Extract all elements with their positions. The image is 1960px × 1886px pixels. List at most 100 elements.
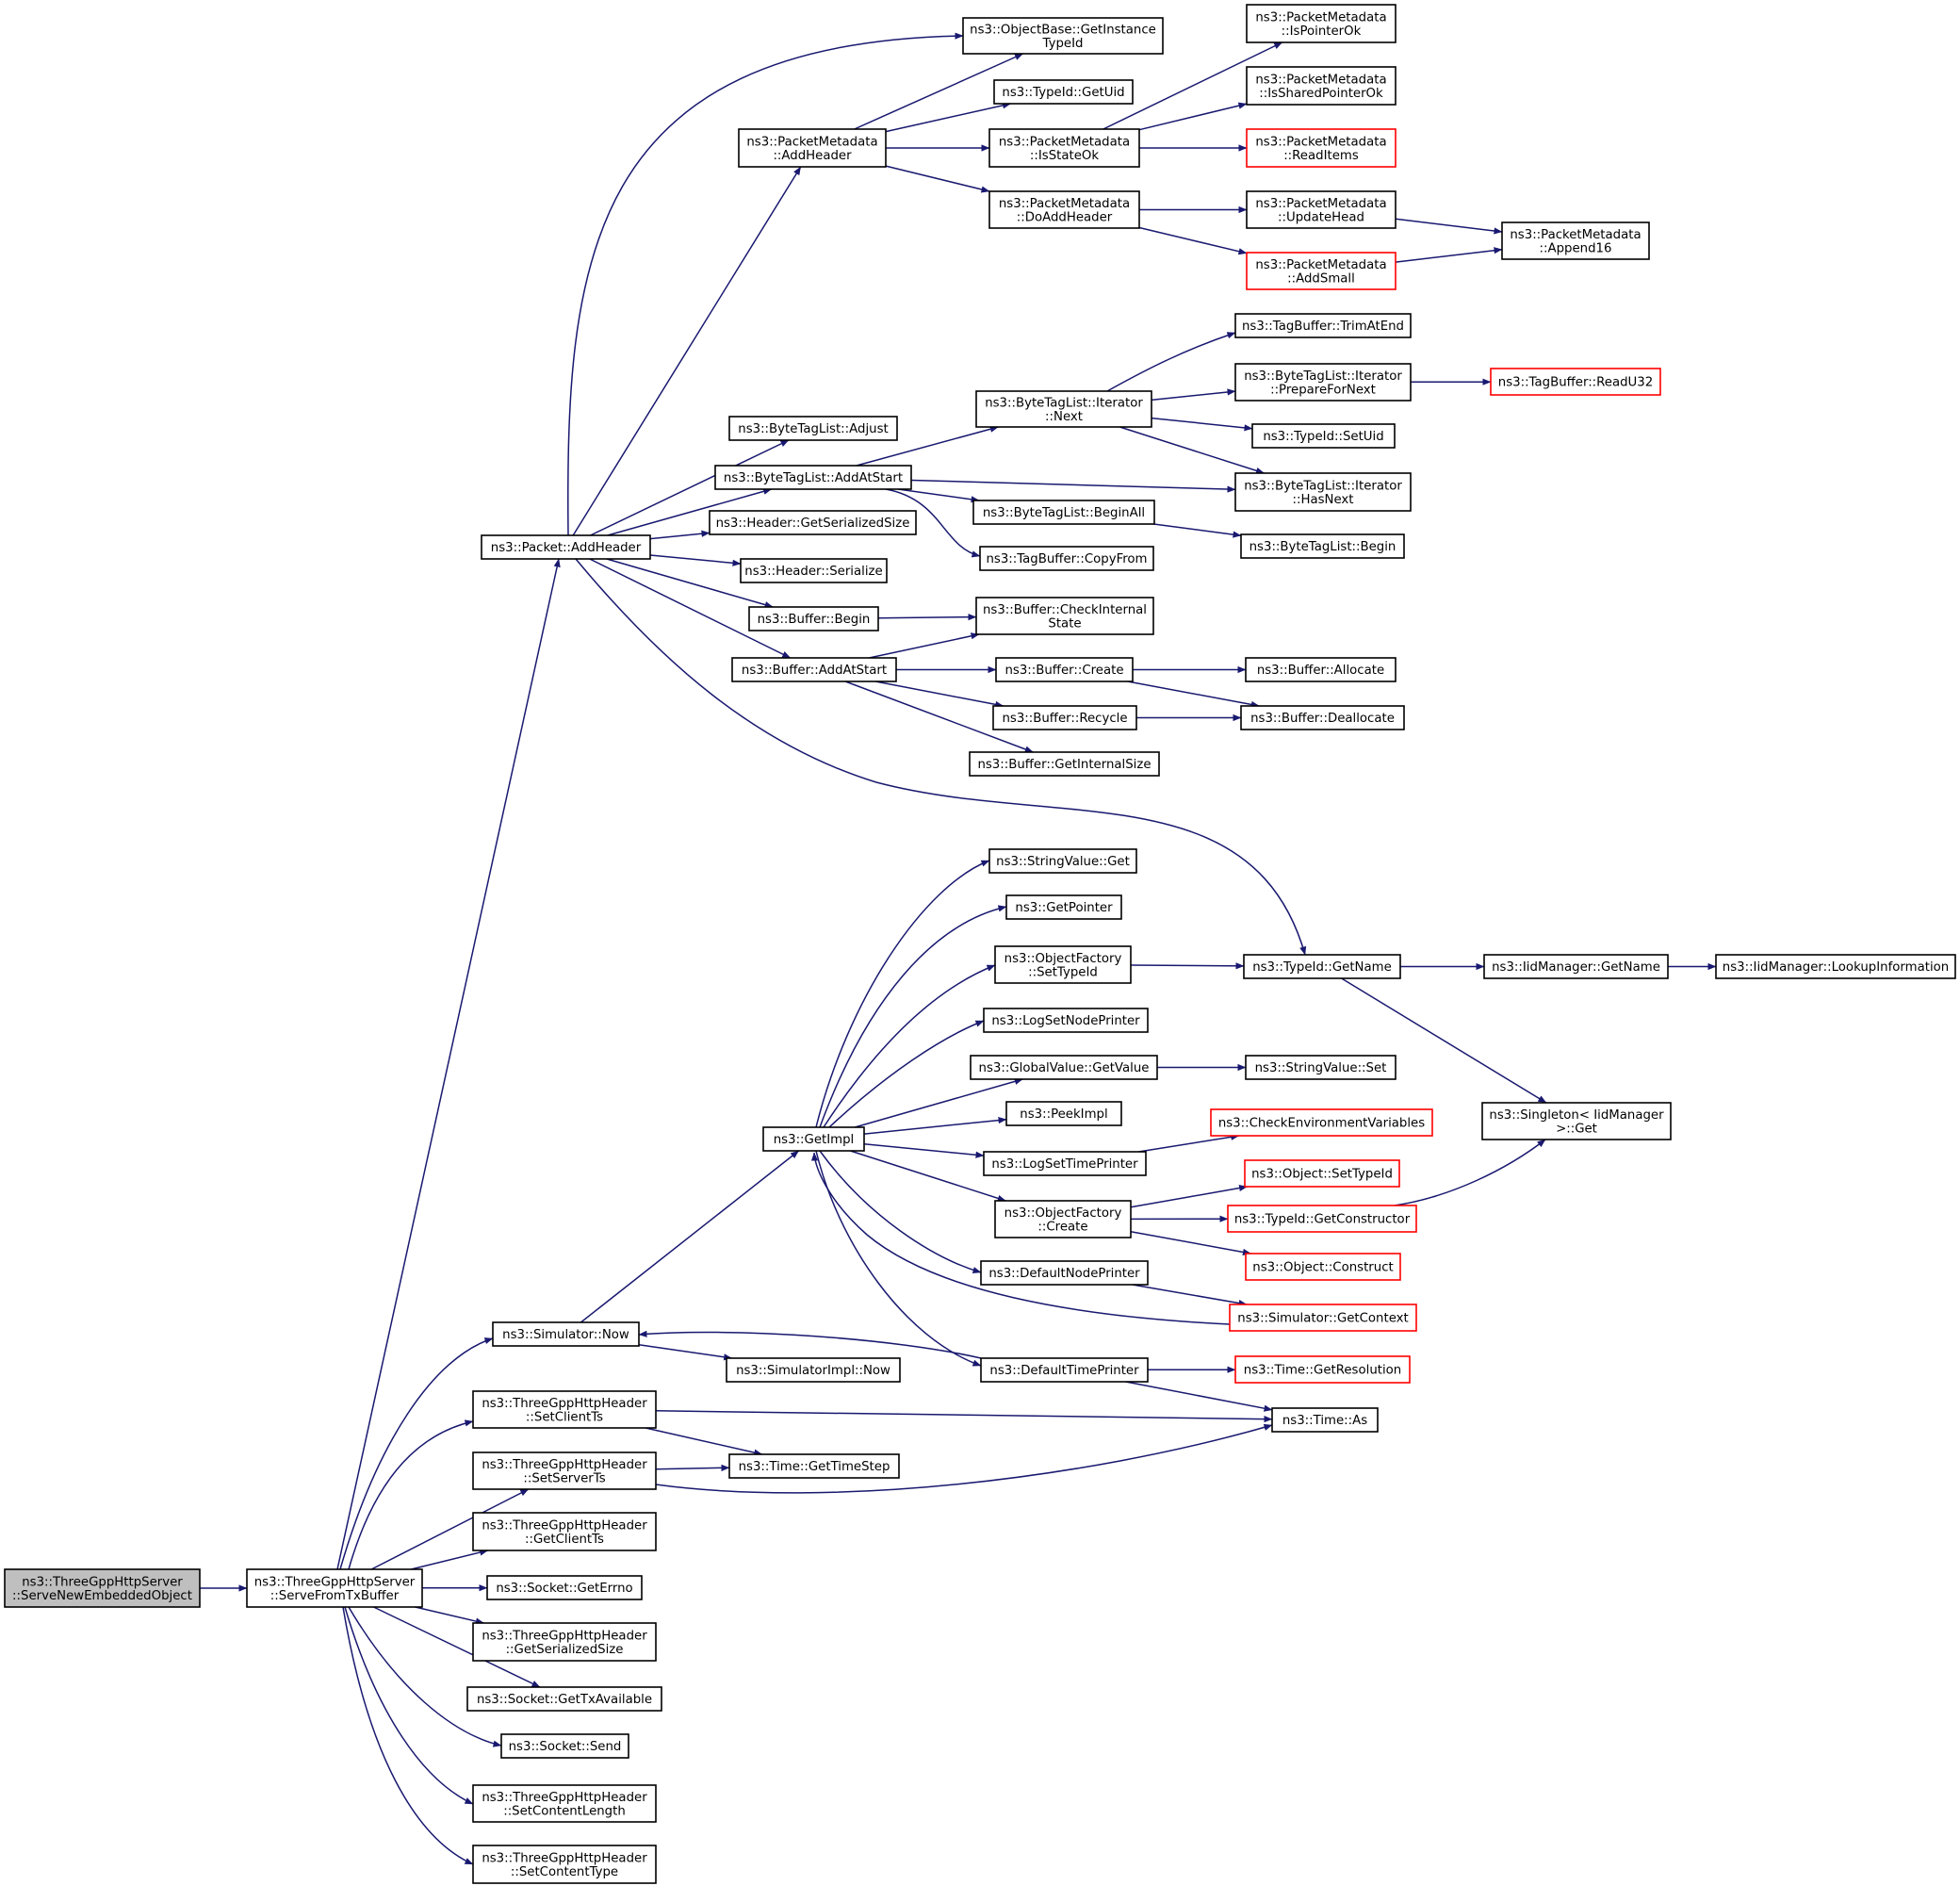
- function-node-n3[interactable]: ns3::Packet::AddHeader: [481, 534, 651, 560]
- function-node-n62[interactable]: ns3::Time::GetTimeStep: [728, 1453, 900, 1479]
- function-node-n48[interactable]: ns3::CheckEnvironmentVariables: [1210, 1108, 1433, 1137]
- node-box[interactable]: [714, 465, 912, 490]
- node-box[interactable]: [1246, 190, 1396, 229]
- function-node-n49[interactable]: ns3::LogSetTimePrinter: [983, 1151, 1147, 1176]
- function-node-n54[interactable]: ns3::DefaultNodePrinter: [980, 1260, 1149, 1286]
- node-box[interactable]: [472, 1512, 657, 1551]
- node-box[interactable]: [1246, 66, 1396, 106]
- function-node-n4[interactable]: ns3::PacketMetadata::AddHeader: [738, 128, 887, 168]
- function-node-n32[interactable]: ns3::Buffer::Allocate: [1245, 657, 1396, 682]
- node-box[interactable]: [1210, 1108, 1433, 1137]
- function-node-n38[interactable]: ns3::IidManager::LookupInformation: [1715, 954, 1956, 979]
- node-box[interactable]: [1246, 252, 1396, 290]
- function-node-n15[interactable]: ns3::ByteTagList::Adjust: [728, 416, 898, 441]
- function-node-n60[interactable]: ns3::Time::As: [1271, 1407, 1379, 1433]
- node-box[interactable]: [472, 1622, 657, 1662]
- function-node-n59[interactable]: ns3::Time::GetResolution: [1234, 1355, 1411, 1384]
- function-node-n27[interactable]: ns3::Header::Serialize: [740, 558, 888, 583]
- node-box[interactable]: [983, 1008, 1149, 1033]
- node-box[interactable]: [1005, 1101, 1122, 1126]
- node-box[interactable]: [1240, 533, 1405, 559]
- function-node-n16[interactable]: ns3::ByteTagList::AddAtStart: [714, 465, 912, 490]
- node-box[interactable]: [994, 1200, 1132, 1238]
- function-node-n21[interactable]: ns3::TypeId::SetUid: [1251, 423, 1396, 449]
- function-node-n68[interactable]: ns3::Socket::Send: [500, 1733, 629, 1759]
- function-node-n42[interactable]: ns3::ObjectFactory::SetTypeId: [994, 945, 1132, 984]
- node-box[interactable]: [492, 1321, 640, 1347]
- node-box[interactable]: [472, 1845, 657, 1884]
- node-box[interactable]: [975, 597, 1154, 635]
- function-node-n26[interactable]: ns3::Header::GetSerializedSize: [709, 510, 917, 535]
- node-box[interactable]: [1234, 363, 1412, 402]
- node-box[interactable]: [993, 79, 1134, 105]
- node-box[interactable]: [962, 17, 1164, 55]
- node-box[interactable]: [979, 546, 1154, 571]
- function-node-n8[interactable]: ns3::PacketMetadata::IsPointerOk: [1246, 4, 1396, 43]
- node-box[interactable]: [1245, 657, 1396, 682]
- node-box[interactable]: [1715, 954, 1956, 979]
- function-node-n36[interactable]: ns3::TypeId::GetName: [1243, 954, 1401, 979]
- node-box[interactable]: [1246, 128, 1396, 168]
- node-box[interactable]: [762, 1126, 865, 1152]
- node-box[interactable]: [1271, 1407, 1379, 1433]
- node-box[interactable]: [980, 1260, 1149, 1286]
- function-node-n7[interactable]: ns3::PacketMetadata::IsStateOk: [988, 128, 1140, 168]
- function-node-n1[interactable]: ns3::ThreeGppHttpServer::ServeNewEmbedde…: [4, 1568, 201, 1608]
- function-node-n50[interactable]: ns3::Object::SetTypeId: [1244, 1159, 1400, 1188]
- node-box[interactable]: [995, 657, 1134, 682]
- function-node-n65[interactable]: ns3::Socket::GetErrno: [486, 1575, 643, 1600]
- node-box[interactable]: [481, 534, 651, 560]
- function-node-n44[interactable]: ns3::GlobalValue::GetValue: [970, 1055, 1158, 1080]
- function-node-n40[interactable]: ns3::StringValue::Get: [988, 848, 1137, 874]
- node-box[interactable]: [1246, 4, 1396, 43]
- node-box[interactable]: [728, 416, 898, 441]
- function-node-n57[interactable]: ns3::SimulatorImpl::Now: [726, 1357, 901, 1383]
- node-box[interactable]: [992, 705, 1137, 730]
- node-box[interactable]: [472, 1390, 657, 1429]
- node-box[interactable]: [1234, 1355, 1411, 1384]
- function-node-n34[interactable]: ns3::Buffer::Deallocate: [1240, 705, 1405, 730]
- function-node-n23[interactable]: ns3::ByteTagList::BeginAll: [972, 500, 1155, 525]
- function-node-n35[interactable]: ns3::Buffer::GetInternalSize: [969, 751, 1160, 777]
- node-box[interactable]: [709, 510, 917, 535]
- function-node-n28[interactable]: ns3::Buffer::Begin: [748, 606, 879, 631]
- function-node-n20[interactable]: ns3::TagBuffer::ReadU32: [1490, 368, 1661, 396]
- function-node-n11[interactable]: ns3::PacketMetadata::DoAddHeader: [988, 190, 1140, 229]
- node-box[interactable]: [486, 1575, 643, 1600]
- function-node-n51[interactable]: ns3::ObjectFactory::Create: [994, 1200, 1132, 1238]
- function-node-n58[interactable]: ns3::DefaultTimePrinter: [980, 1357, 1149, 1383]
- function-node-n46[interactable]: ns3::PeekImpl: [1005, 1101, 1122, 1126]
- function-node-n19[interactable]: ns3::ByteTagList::Iterator::PrepareForNe…: [1234, 363, 1412, 402]
- function-node-n66[interactable]: ns3::ThreeGppHttpHeader::GetSerializedSi…: [472, 1622, 657, 1662]
- function-node-n53[interactable]: ns3::Object::Construct: [1245, 1253, 1401, 1281]
- node-box[interactable]: [988, 128, 1140, 168]
- function-node-n14[interactable]: ns3::PacketMetadata::Append16: [1501, 221, 1650, 260]
- node-box[interactable]: [975, 390, 1152, 428]
- function-node-n10[interactable]: ns3::PacketMetadata::ReadItems: [1246, 128, 1396, 168]
- function-node-n39[interactable]: ns3::Singleton< IidManager >::Get: [1481, 1102, 1672, 1140]
- node-box[interactable]: [1005, 894, 1122, 920]
- function-node-n2[interactable]: ns3::ThreeGppHttpServer::ServeFromTxBuff…: [246, 1568, 423, 1608]
- function-node-n55[interactable]: ns3::Simulator::GetContext: [1229, 1304, 1417, 1332]
- function-node-n9[interactable]: ns3::PacketMetadata::IsSharedPointerOk: [1246, 66, 1396, 106]
- node-box[interactable]: [466, 1686, 662, 1712]
- node-box[interactable]: [994, 945, 1132, 984]
- function-node-n41[interactable]: ns3::GetPointer: [1005, 894, 1122, 920]
- node-box[interactable]: [1227, 1205, 1417, 1233]
- function-node-n33[interactable]: ns3::Buffer::Recycle: [992, 705, 1137, 730]
- node-box[interactable]: [740, 558, 888, 583]
- node-box[interactable]: [472, 1784, 657, 1823]
- node-box[interactable]: [972, 500, 1155, 525]
- node-box[interactable]: [472, 1451, 657, 1490]
- node-box[interactable]: [969, 751, 1160, 777]
- function-node-n30[interactable]: ns3::Buffer::AddAtStart: [731, 657, 897, 682]
- function-node-n37[interactable]: ns3::IidManager::GetName: [1483, 954, 1669, 979]
- function-node-n17[interactable]: ns3::ByteTagList::Iterator::Next: [975, 390, 1152, 428]
- function-node-n31[interactable]: ns3::Buffer::Create: [995, 657, 1134, 682]
- node-box[interactable]: [1240, 705, 1405, 730]
- node-box[interactable]: [1483, 954, 1669, 979]
- function-node-n64[interactable]: ns3::ThreeGppHttpHeader::GetClientTs: [472, 1512, 657, 1551]
- node-box[interactable]: [4, 1568, 201, 1608]
